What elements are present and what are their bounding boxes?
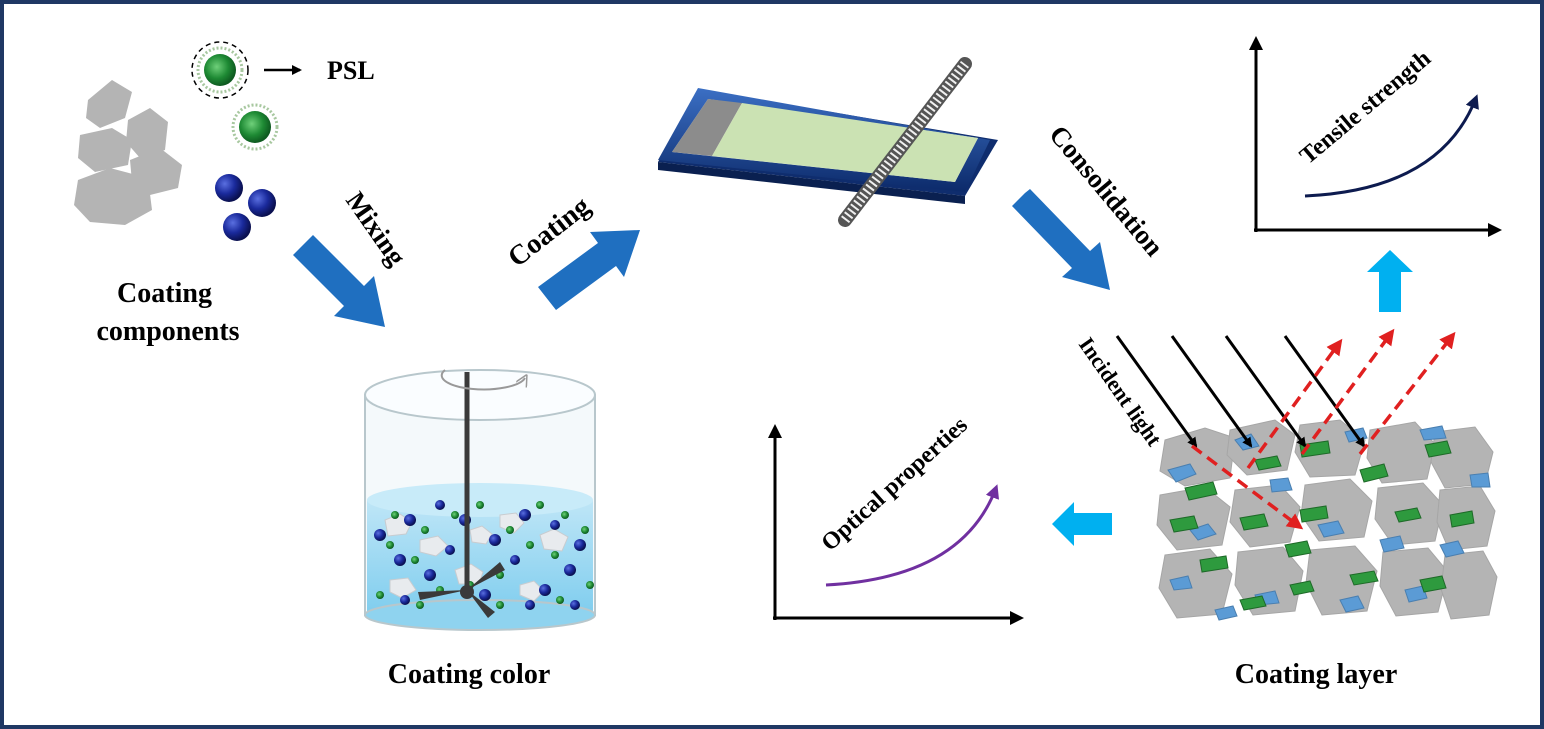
coating-components-label: Coating components xyxy=(96,278,239,347)
stir-rotation-arrow xyxy=(440,369,525,391)
scattered-light-arrows xyxy=(1190,328,1456,530)
coating-rod xyxy=(838,57,972,227)
coating-layer xyxy=(1156,419,1498,621)
psl-particle-icon xyxy=(196,46,244,94)
consolidation-arrow xyxy=(1012,189,1110,290)
left-arrow xyxy=(1052,502,1112,546)
optical-properties-label: Optical properties xyxy=(817,412,973,556)
incident-light-label: Incident light xyxy=(1074,333,1167,452)
tensile-curve xyxy=(1304,94,1479,198)
coating-components-group: PSL Coating components xyxy=(74,41,375,347)
mixing-label: Mixing xyxy=(340,186,412,271)
psl-particle-icon xyxy=(231,103,279,151)
binder-particle xyxy=(223,213,251,241)
incident-light-arrows xyxy=(1115,335,1366,448)
coating-arrow xyxy=(538,230,640,310)
psl-highlight-ring xyxy=(191,41,249,99)
tensile-strength-label: Tensile strength xyxy=(1295,46,1436,170)
mixing-arrow xyxy=(293,235,385,327)
pigment-particles xyxy=(74,80,182,225)
coating-color-label: Coating color xyxy=(388,659,551,690)
beaker-binder-particles xyxy=(374,500,586,610)
up-arrow xyxy=(1367,250,1413,312)
optical-curve xyxy=(825,484,1000,587)
stirrer xyxy=(418,372,505,618)
binder-particle xyxy=(215,174,243,202)
binder-particle xyxy=(248,189,276,217)
coating-plate xyxy=(658,88,998,204)
layer-psl-particles xyxy=(1169,440,1475,611)
psl-label: PSL xyxy=(327,56,375,85)
optical-properties-graph: Optical properties xyxy=(768,412,1024,625)
tensile-strength-graph: Tensile strength xyxy=(1249,36,1502,237)
coating-layer-label: Coating layer xyxy=(1235,659,1398,690)
